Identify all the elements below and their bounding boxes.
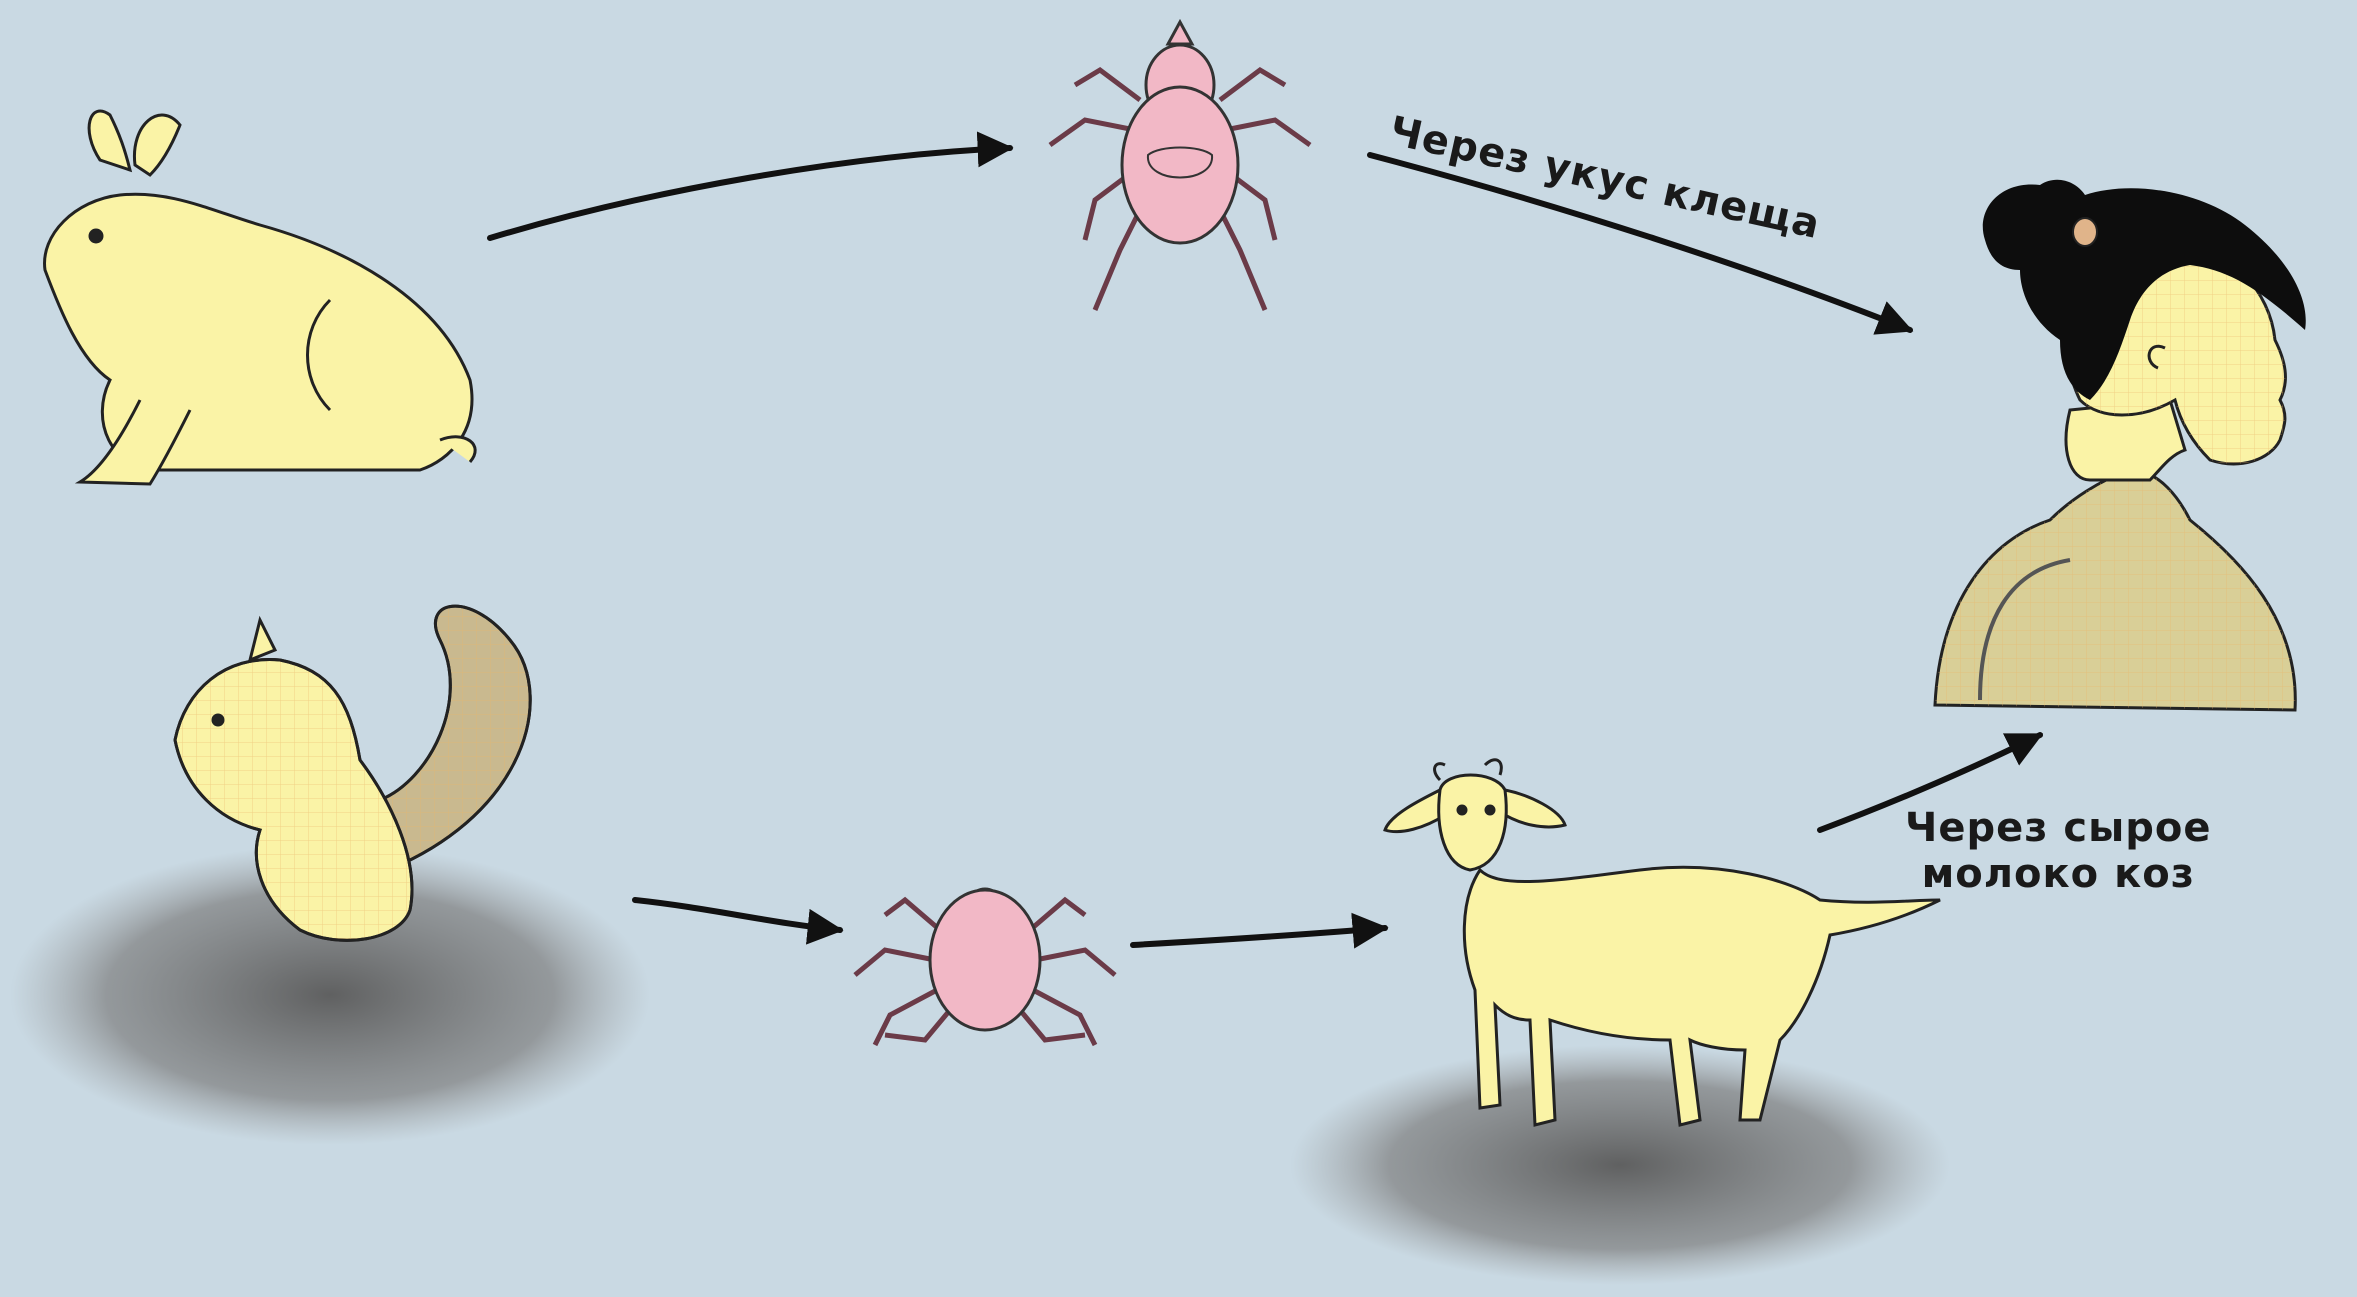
arrows	[490, 148, 2040, 945]
caption-raw-milk-line2: молоко коз	[1905, 851, 2212, 897]
caption-raw-milk-line1: Через сырое	[1905, 805, 2212, 851]
tick-icon-top	[1050, 22, 1310, 310]
caption-raw-milk: Через сырое молоко коз	[1905, 805, 2212, 897]
ground-bush-goat	[1290, 1045, 1950, 1285]
arrow-squirrel-to-tick	[635, 900, 840, 930]
arrow-hare-to-tick	[490, 148, 1010, 238]
arrow-tick-to-goat	[1133, 928, 1385, 945]
woman-icon	[1935, 180, 2306, 710]
tick-icon-bottom	[855, 889, 1115, 1045]
hare-icon	[45, 111, 476, 484]
